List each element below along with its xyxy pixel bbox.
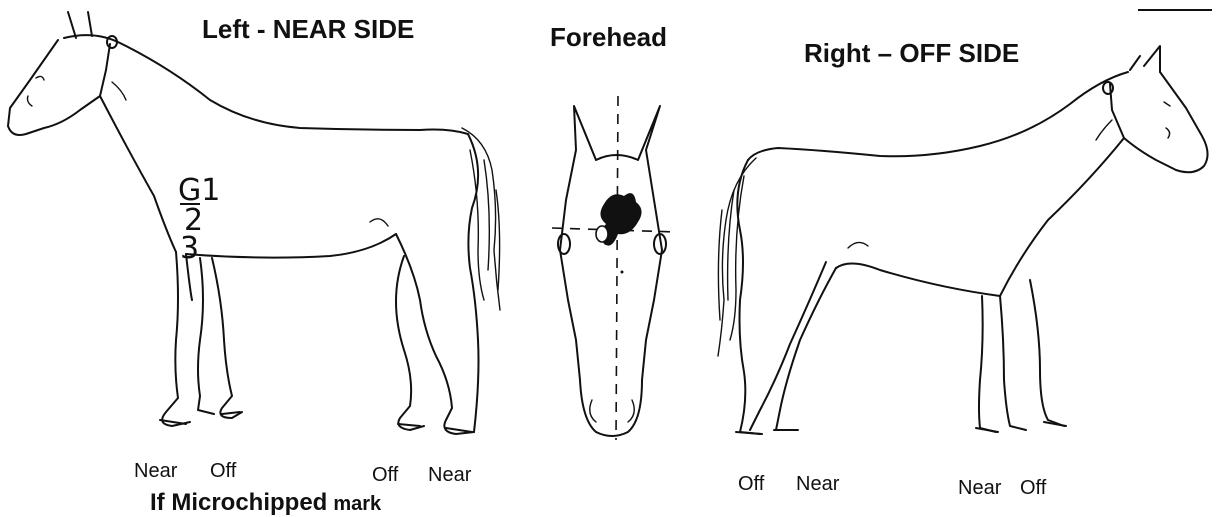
off-side-leg-label-near-fore: Near bbox=[958, 477, 1001, 500]
off-side-leg-label-off-fore: Off bbox=[1020, 477, 1046, 500]
microchip-note-text: If Microchipped bbox=[150, 489, 327, 516]
handwritten-mark-3: 3 bbox=[180, 231, 199, 266]
near-side-leg-label-near-fore: Near bbox=[134, 460, 177, 483]
microchip-note-tail: mark bbox=[333, 493, 381, 515]
near-side-leg-label-near-hind: Near bbox=[428, 464, 471, 487]
forehead-head-outline bbox=[552, 96, 676, 440]
off-side-leg-label-off-hind: Off bbox=[738, 473, 764, 496]
off-side-leg-label-near-hind: Near bbox=[796, 473, 839, 496]
microchip-note: If Microchipped mark bbox=[150, 489, 381, 517]
near-side-leg-label-off-fore: Off bbox=[210, 460, 236, 483]
off-side-horse bbox=[718, 46, 1208, 434]
near-side-leg-label-off-hind: Off bbox=[372, 464, 398, 487]
near-side-horse bbox=[8, 12, 500, 434]
